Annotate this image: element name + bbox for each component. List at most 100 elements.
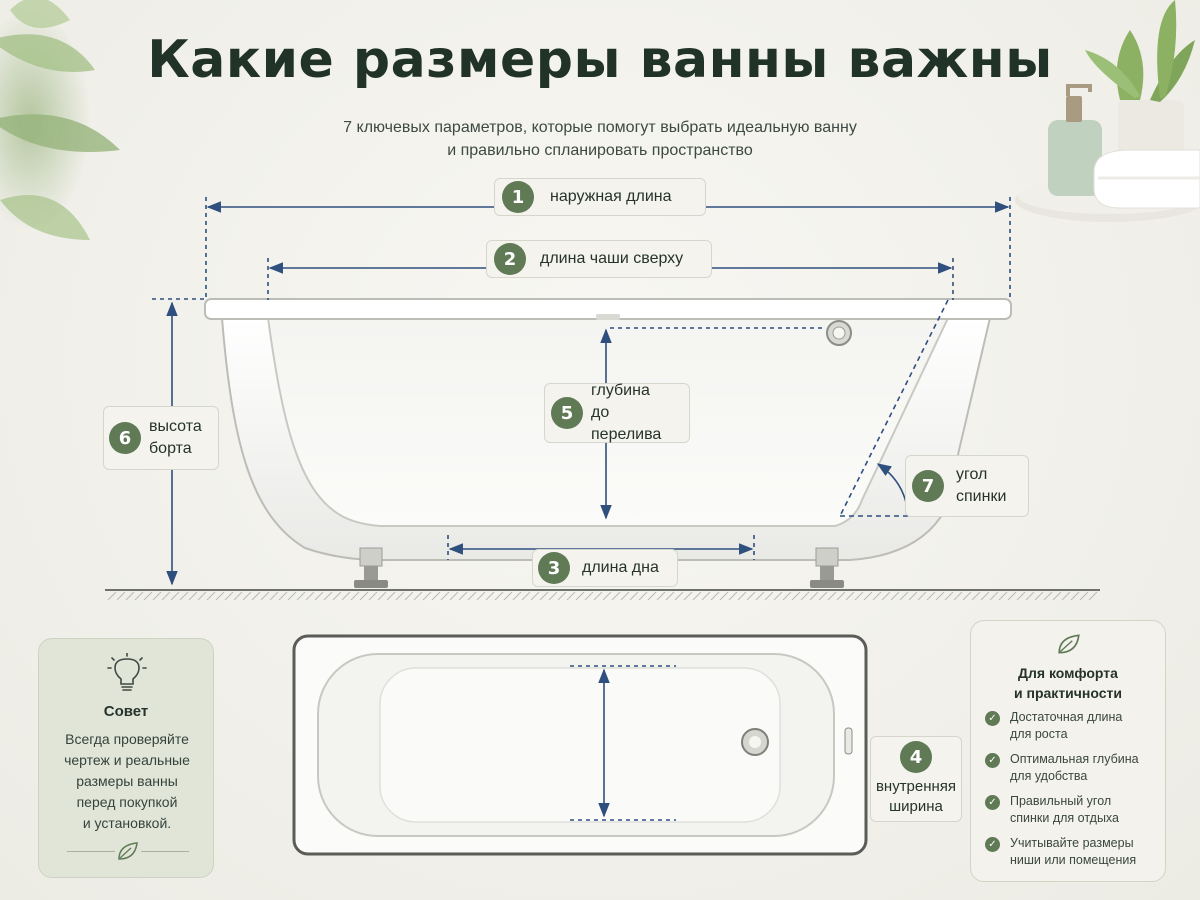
floor-hatch-line <box>458 591 468 601</box>
label-text: внутренняя ширина <box>876 777 956 817</box>
list-item-line: ниши или помещения <box>1010 853 1137 867</box>
floor-hatch-line <box>269 591 279 601</box>
label-line: до перелива <box>591 404 662 443</box>
badge-number: 6 <box>109 422 141 454</box>
floor-hatch-line <box>629 591 639 601</box>
floor-hatch-line <box>242 591 252 601</box>
floor-hatch-line <box>746 591 756 601</box>
floor-hatch-line <box>818 591 828 601</box>
floor-hatch-line <box>251 591 261 601</box>
floor-hatch-line <box>944 591 954 601</box>
floor-hatch-line <box>1070 591 1080 601</box>
subtitle-line: и правильно спланировать пространство <box>447 142 753 159</box>
floor-hatch-line <box>1088 591 1098 601</box>
label-back-angle: 7 угол спинки <box>905 455 1029 517</box>
floor-hatch-line <box>188 591 198 601</box>
label-overflow-depth: 5 глубина до перелива <box>544 382 690 443</box>
list-item-text: Учитывайте размеры ниши или помещения <box>1010 835 1136 869</box>
floor-hatch-line <box>485 591 495 601</box>
floor-hatch-line <box>395 591 405 601</box>
floor-hatch-line <box>1016 591 1026 601</box>
tip-line: и установкой. <box>82 815 172 831</box>
floor-hatch-line <box>836 591 846 601</box>
floor-hatch-line <box>692 591 702 601</box>
comfort-title-line: Для комфорта <box>1018 665 1118 681</box>
comfort-card: Для комфорта и практичности ✓ Достаточна… <box>970 620 1166 882</box>
floor-hatch-line <box>683 591 693 601</box>
tip-divider <box>141 851 189 852</box>
floor-hatch-line <box>764 591 774 601</box>
leaf-icon <box>1058 634 1080 654</box>
floor-hatch-line <box>449 591 459 601</box>
list-item: ✓ Достаточная длина для роста <box>985 709 1161 743</box>
floor-hatch-line <box>827 591 837 601</box>
floor-hatch-line <box>890 591 900 601</box>
floor-hatch-line <box>107 591 117 601</box>
floor-hatch-line <box>620 591 630 601</box>
tip-line: размеры ванны <box>76 773 178 789</box>
check-icon: ✓ <box>985 753 1000 768</box>
floor-hatch-line <box>260 591 270 601</box>
list-item: ✓ Правильный угол спинки для отдыха <box>985 793 1161 827</box>
floor-hatch-line <box>863 591 873 601</box>
floor-hatch-line <box>197 591 207 601</box>
list-item-line: для роста <box>1010 727 1068 741</box>
list-item-line: для удобства <box>1010 769 1088 783</box>
floor-hatch-line <box>719 591 729 601</box>
floor-hatch-line <box>575 591 585 601</box>
floor-hatch-line <box>179 591 189 601</box>
label-text: наружная длина <box>550 188 672 205</box>
floor-hatch-line <box>656 591 666 601</box>
badge-number: 5 <box>551 397 583 429</box>
floor-hatch-line <box>593 591 603 601</box>
floor-hatch-line <box>872 591 882 601</box>
label-top-bowl-length: 2 длина чаши сверху <box>486 240 712 278</box>
floor-hatch-line <box>341 591 351 601</box>
floor-hatch-line <box>224 591 234 601</box>
floor-hatch-line <box>1034 591 1044 601</box>
list-item-text: Правильный угол спинки для отдыха <box>1010 793 1119 827</box>
floor-hatch-line <box>728 591 738 601</box>
floor-hatch-line <box>881 591 891 601</box>
label-floor-length: 3 длина дна <box>532 549 678 587</box>
floor-hatch-line <box>791 591 801 601</box>
floor-hatch-line <box>350 591 360 601</box>
floor-hatch-line <box>953 591 963 601</box>
label-text: длина дна <box>582 559 659 576</box>
floor-hatch-line <box>1061 591 1071 601</box>
subtitle-line: 7 ключевых параметров, которые помогут в… <box>343 119 857 136</box>
floor-hatch-line <box>116 591 126 601</box>
floor-hatch-line <box>584 591 594 601</box>
floor-hatch-line <box>665 591 675 601</box>
floor-hatch-line <box>305 591 315 601</box>
floor-hatch-line <box>647 591 657 601</box>
floor-hatch-line <box>566 591 576 601</box>
list-item-text: Достаточная длина для роста <box>1010 709 1122 743</box>
floor-hatch-line <box>971 591 981 601</box>
tip-card: Совет Всегда проверяйте чертеж и реальны… <box>38 638 214 878</box>
floor-hatch-line <box>962 591 972 601</box>
label-outer-length: 1 наружная длина <box>494 178 706 216</box>
floor-hatch-line <box>737 591 747 601</box>
floor-hatch-line <box>710 591 720 601</box>
floor-hatch-line <box>611 591 621 601</box>
label-inner-width: 4 внутренняя ширина <box>870 736 962 822</box>
floor-hatch-line <box>809 591 819 601</box>
floor-hatch-line <box>467 591 477 601</box>
floor-hatch-line <box>134 591 144 601</box>
floor-hatch-line <box>386 591 396 601</box>
badge-number: 7 <box>912 470 944 502</box>
floor-hatch-line <box>296 591 306 601</box>
tip-line: Всегда проверяйте <box>65 731 189 747</box>
floor-hatch-line <box>323 591 333 601</box>
floor-hatch-line <box>845 591 855 601</box>
floor-hatch-line <box>1079 591 1089 601</box>
lightbulb-icon <box>107 653 147 691</box>
floor-hatch-line <box>935 591 945 601</box>
floor-hatch-line <box>368 591 378 601</box>
label-text: угол спинки <box>956 464 1006 508</box>
floor-hatch-line <box>908 591 918 601</box>
check-icon: ✓ <box>985 837 1000 852</box>
list-item-line: Оптимальная глубина <box>1010 752 1139 766</box>
floor-hatch-line <box>215 591 225 601</box>
